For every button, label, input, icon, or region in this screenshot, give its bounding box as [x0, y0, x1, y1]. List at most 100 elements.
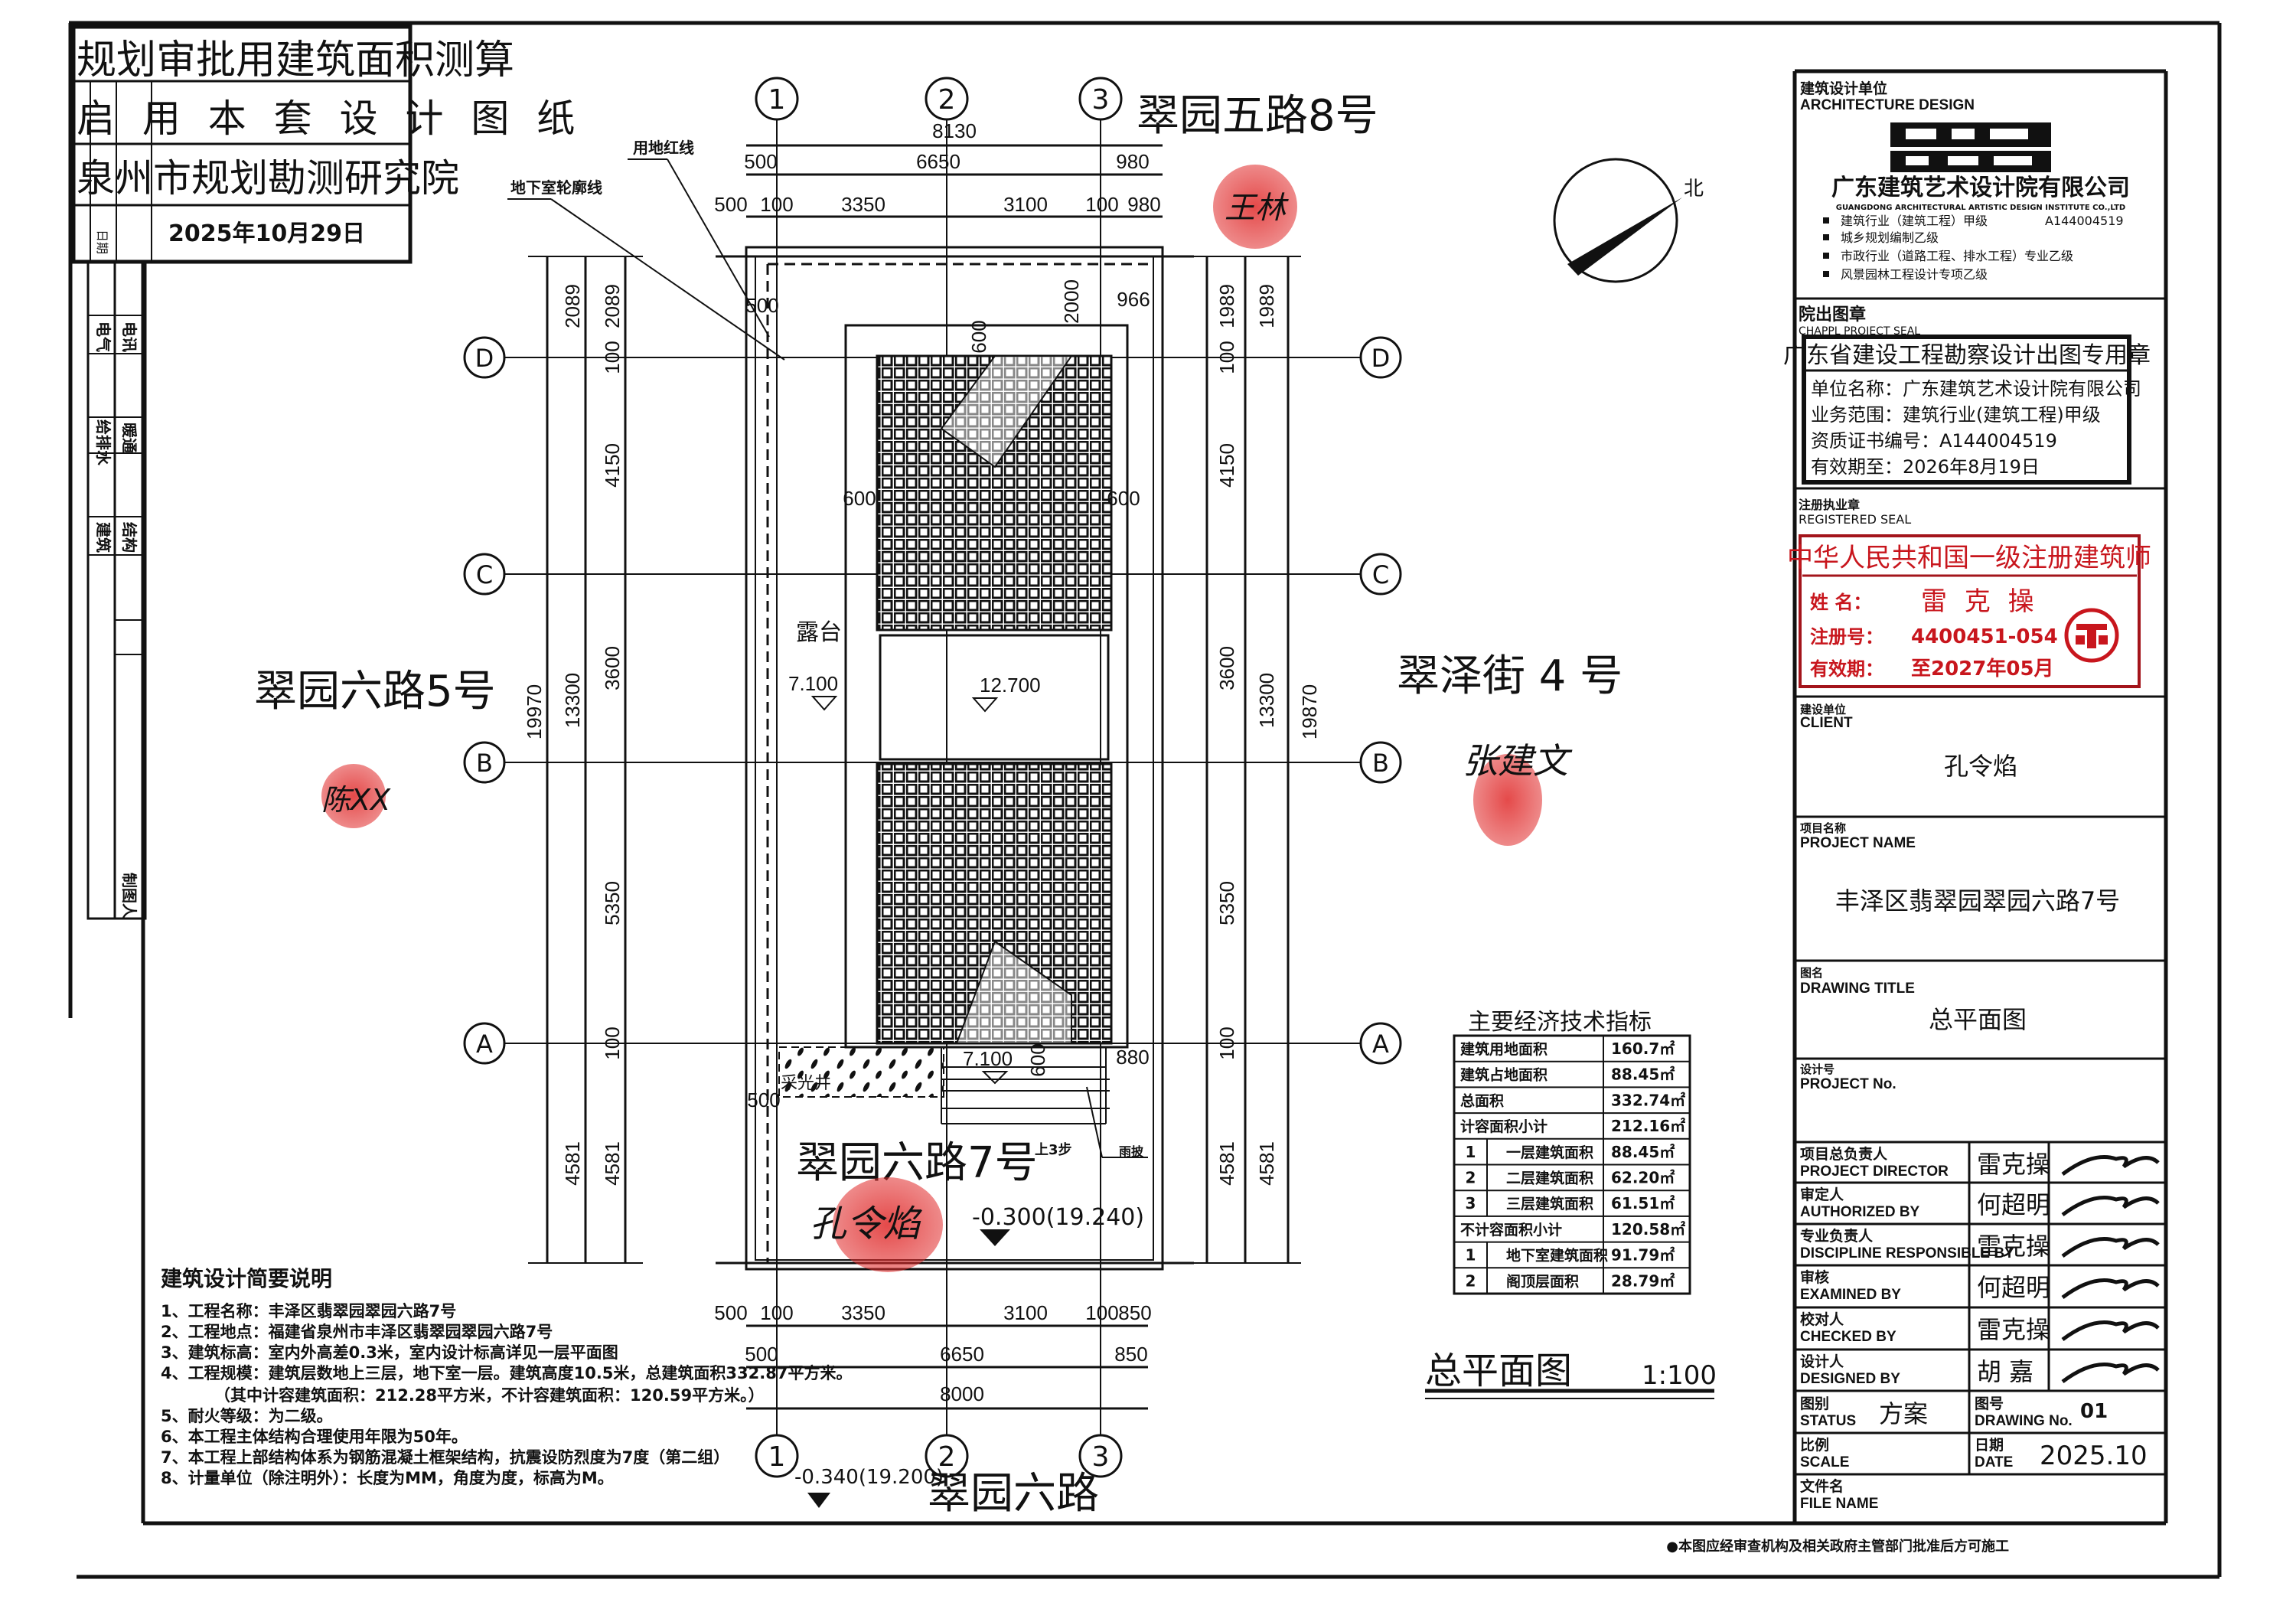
dim: 966: [1117, 288, 1150, 311]
dim: 6650: [916, 150, 960, 173]
axis-bubble-A-left: A: [463, 1022, 506, 1065]
status-value: 方案: [1879, 1399, 1928, 1428]
dim: 500: [714, 1301, 747, 1324]
scale-label: 比例: [1800, 1436, 1829, 1454]
dim: 850: [1118, 1301, 1151, 1324]
dim-bottom-total: 8000: [940, 1382, 984, 1405]
qualification: 市政行业（道路工程、排水工程）专业乙级: [1841, 249, 2073, 263]
lightwell-label: 采光井: [781, 1074, 831, 1093]
site-boundary: [716, 246, 1194, 1271]
dim: 6650: [940, 1343, 984, 1366]
registered-seal-valid: 至2027年05月: [1911, 657, 2054, 680]
registered-seal-label: 注册执业章: [1799, 498, 1860, 512]
client-label: 建设单位: [1800, 703, 1846, 716]
registered-seal-no-label: 注册号：: [1810, 626, 1883, 648]
file-name-label-en: FILE NAME: [1800, 1496, 1878, 1512]
indicator-no: 2: [1466, 1271, 1476, 1290]
svg-text:B: B: [1372, 749, 1389, 778]
project-no-label: 设计号: [1800, 1062, 1835, 1076]
project-seal-line: 业务范围：建筑行业(建筑工程)甲级: [1811, 404, 2101, 426]
neighbor-north: 翠园五路8号: [1137, 91, 1378, 141]
qualification: 建筑行业（建筑工程）甲级: [1841, 214, 1988, 228]
drawing-no-label-en: DRAWING No.: [1975, 1413, 2073, 1429]
company-name-en: GUANGDONG ARCHITECTURAL ARTISTIC DESIGN …: [1836, 204, 2125, 212]
leader-lines: 用地红线 地下室轮廓线: [507, 139, 785, 361]
note-line: 7、本工程上部结构体系为钢筋混凝土框架结构，抗震设防烈度为7度（第二组）: [161, 1448, 729, 1467]
date-label: 日期: [1975, 1437, 2004, 1454]
axis-bubble-1-bottom: 1: [755, 1434, 799, 1478]
indicator-no: 2: [1466, 1169, 1476, 1187]
signature: [2061, 1237, 2160, 1258]
dim: 100: [1215, 341, 1238, 374]
company-name: 广东建筑艺术设计院有限公司: [1831, 175, 2130, 201]
seal-stamp-west: 陈XX: [321, 764, 391, 828]
title-block: 建筑设计单位 ARCHITECTURE DESIGN 广东建筑艺术设计院有限公司…: [1783, 80, 2166, 1512]
signature: [2061, 1278, 2160, 1300]
dim: 500: [747, 1088, 780, 1111]
drawing-no: 01: [2080, 1400, 2108, 1423]
approval-stamp: 规划审批用建筑面积测算 启 用 本 套 设 计 图 纸 泉州市规划勘测研究院 日…: [71, 24, 582, 264]
axis-bubble-A-right: A: [1359, 1022, 1402, 1065]
project-no-label-en: PROJECT No.: [1800, 1076, 1896, 1092]
dim: 13300: [561, 673, 584, 728]
elevation-roof: 12.700: [980, 674, 1041, 697]
indicator-value: 88.45㎡: [1611, 1143, 1675, 1161]
status-label: 图别: [1800, 1395, 1829, 1412]
project-seal-line: 资质证书编号：A144004519: [1811, 430, 2057, 452]
indicator-name: 计容面积小计: [1460, 1118, 1548, 1135]
date-value: 2025.10: [2040, 1441, 2148, 1471]
dim: 100: [601, 1026, 624, 1059]
dim: 19870: [1298, 684, 1321, 739]
note-line: （其中计容建筑面积：212.28平方米，不计容建筑面积：120.59平方米。）: [214, 1386, 765, 1405]
design-notes: 建筑设计简要说明 1、工程名称：丰泽区翡翠园翠园六路7号 2、工程地点：福建省泉…: [161, 1266, 852, 1487]
svg-text:D: D: [475, 344, 494, 373]
axis-bubble-2-top: 2: [925, 77, 969, 121]
registered-seal-valid-label: 有效期：: [1810, 658, 1883, 680]
signature: [2061, 1196, 2160, 1217]
svg-text:B: B: [476, 749, 493, 778]
dim: 500: [745, 294, 778, 317]
indicator-value: 88.45㎡: [1611, 1066, 1675, 1084]
registered-seal-name-label: 姓 名：: [1810, 592, 1871, 613]
stamp-date-label: 日期: [95, 230, 109, 254]
indicator-name: 一层建筑面积: [1506, 1144, 1593, 1161]
note-line: 5、耐火等级：为二级。: [161, 1407, 333, 1425]
svg-text:C: C: [476, 560, 493, 589]
drawing-no-label: 图号: [1975, 1395, 2004, 1412]
client-section: 建设单位 CLIENT 孔令焰: [1800, 703, 2017, 781]
dim-top-total: 8130: [932, 119, 977, 142]
indicator-value: 91.79㎡: [1611, 1246, 1675, 1265]
stamp-line-2: 启 用 本 套 设 计 图 纸: [77, 96, 582, 141]
svg-text:陈XX: 陈XX: [321, 783, 391, 817]
dim: 2089: [601, 284, 624, 328]
plan-labels: 露台 7.100 12.700 7.100 采光井 上3步 雨披 -0.300(…: [781, 619, 1144, 1508]
dim: 4150: [1215, 443, 1238, 488]
role-label: 审定人: [1800, 1186, 1844, 1203]
dim: 3600: [1215, 646, 1238, 690]
person-name: 胡 嘉: [1977, 1357, 2033, 1386]
dim: 3100: [1003, 193, 1048, 216]
qualification-code: A144004519: [2045, 214, 2124, 228]
dim: 100: [760, 193, 793, 216]
registered-seal-section: 注册执业章 REGISTERED SEAL 中华人民共和国一级注册建筑师 姓 名…: [1787, 498, 2151, 688]
strip-label: 制图人: [120, 873, 139, 919]
dim: 100: [1085, 1301, 1118, 1324]
dim: 1989: [1255, 284, 1278, 328]
indicator-name: 阁顶层面积: [1506, 1272, 1579, 1290]
indicator-no: 3: [1466, 1194, 1476, 1212]
dim: 4581: [1215, 1141, 1238, 1186]
svg-text:3: 3: [1092, 1441, 1110, 1473]
top-dimensions: 8130 500 6650 980 500 100 3350 3100 100 …: [714, 119, 1163, 218]
person-name: 何超明: [1977, 1273, 2050, 1302]
svg-text:1: 1: [768, 1441, 786, 1473]
project-seal-label: 院出图章: [1799, 305, 1866, 325]
elevation-marker-icon: [810, 696, 838, 711]
qualification: 风景园林工程设计专项乙级: [1841, 267, 1988, 282]
dim: 100: [1215, 1026, 1238, 1059]
